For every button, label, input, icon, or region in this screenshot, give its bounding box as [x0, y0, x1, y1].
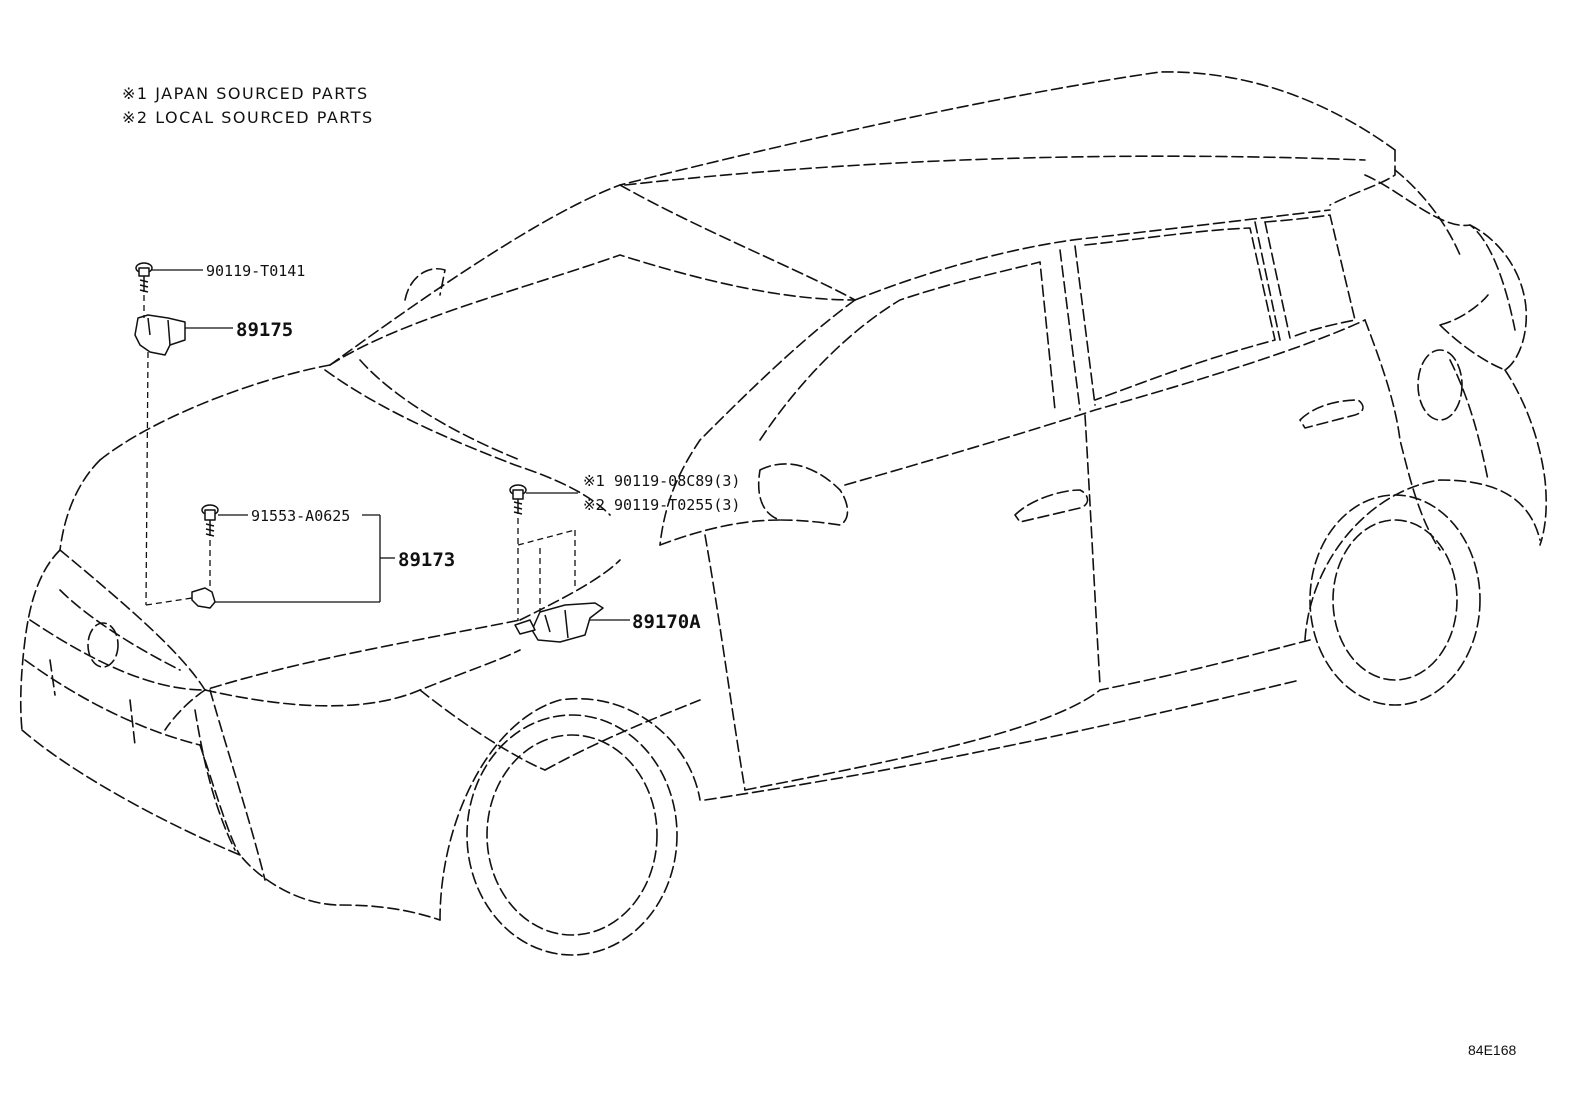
note-japan-sourced: ※1 JAPAN SOURCED PARTS	[122, 84, 369, 103]
part-number-89170a: 89170A	[632, 611, 701, 633]
marker-2: ※2	[583, 496, 605, 514]
sensor-89175	[134, 295, 233, 606]
car-outline	[19, 71, 1547, 956]
marker-1: ※1	[583, 472, 605, 490]
note-marker: ※1	[122, 84, 149, 103]
bolt-center	[509, 484, 578, 630]
note-text: LOCAL SOURCED PARTS	[155, 108, 374, 127]
part-number-90119-t0141: 90119-T0141	[206, 262, 305, 280]
bolt-91553-a0625	[201, 504, 248, 588]
part-number-89173: 89173	[398, 549, 455, 571]
sensor-89170a	[514, 602, 630, 643]
part-number-89175: 89175	[236, 319, 293, 341]
note-text: JAPAN SOURCED PARTS	[155, 84, 369, 103]
diagram-reference: 84E168	[1468, 1042, 1517, 1058]
note-local-sourced: ※2 LOCAL SOURCED PARTS	[122, 108, 374, 127]
sensor-89173	[145, 514, 395, 609]
bolt-90119-t0141	[135, 262, 203, 293]
part-number-91553-a0625: 91553-A0625	[251, 507, 350, 525]
part-number-90119-08c89: 90119-08C89(3)	[614, 472, 740, 490]
note-marker: ※2	[122, 108, 149, 127]
part-number-90119-t0255: 90119-T0255(3)	[614, 496, 740, 514]
